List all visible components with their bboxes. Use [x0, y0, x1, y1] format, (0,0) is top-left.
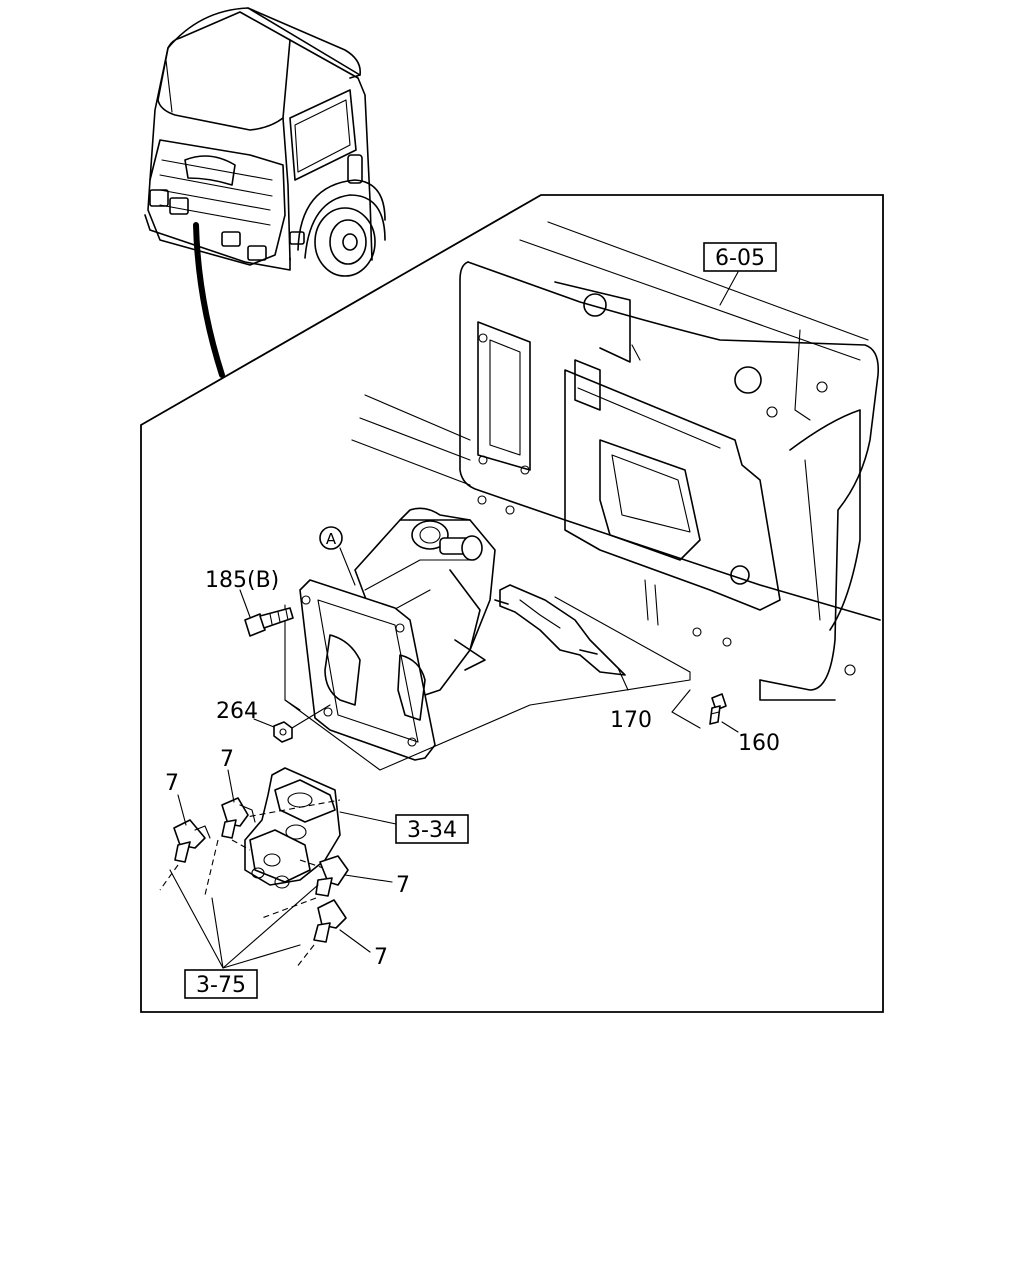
- truck-cab-thumbnail: [144, 7, 386, 378]
- detail-frame: [140, 194, 884, 1013]
- label-185b: 185(B): [205, 568, 279, 593]
- label-3-34: 3-34: [407, 818, 457, 843]
- bolt-160: [709, 693, 727, 725]
- leader-lines: [177, 271, 739, 953]
- label-6-05: 6-05: [715, 246, 765, 271]
- callout-a: A: [319, 526, 343, 550]
- hoses: [159, 839, 319, 969]
- label-7-left: 7: [165, 771, 179, 796]
- callout-3-34: 3-34: [395, 814, 469, 844]
- elbow-fittings: [173, 797, 349, 943]
- relay-valve: [229, 767, 341, 889]
- label-170: 170: [610, 708, 652, 733]
- label-7-bottom: 7: [374, 945, 388, 970]
- cab-floor-panel: [351, 221, 881, 701]
- brake-valve-assembly: [284, 507, 701, 771]
- bolt-185b: [244, 607, 294, 637]
- callout-6-05: 6-05: [703, 242, 777, 272]
- callout-3-75: 3-75: [184, 969, 258, 999]
- bracket-170: [494, 584, 626, 676]
- label-7-top: 7: [220, 747, 234, 772]
- label-264: 264: [216, 699, 258, 724]
- label-160: 160: [738, 731, 780, 756]
- label-detail-a: A: [326, 530, 337, 548]
- nut-264: [273, 704, 331, 743]
- label-7-right: 7: [396, 873, 410, 898]
- label-3-75: 3-75: [196, 973, 246, 998]
